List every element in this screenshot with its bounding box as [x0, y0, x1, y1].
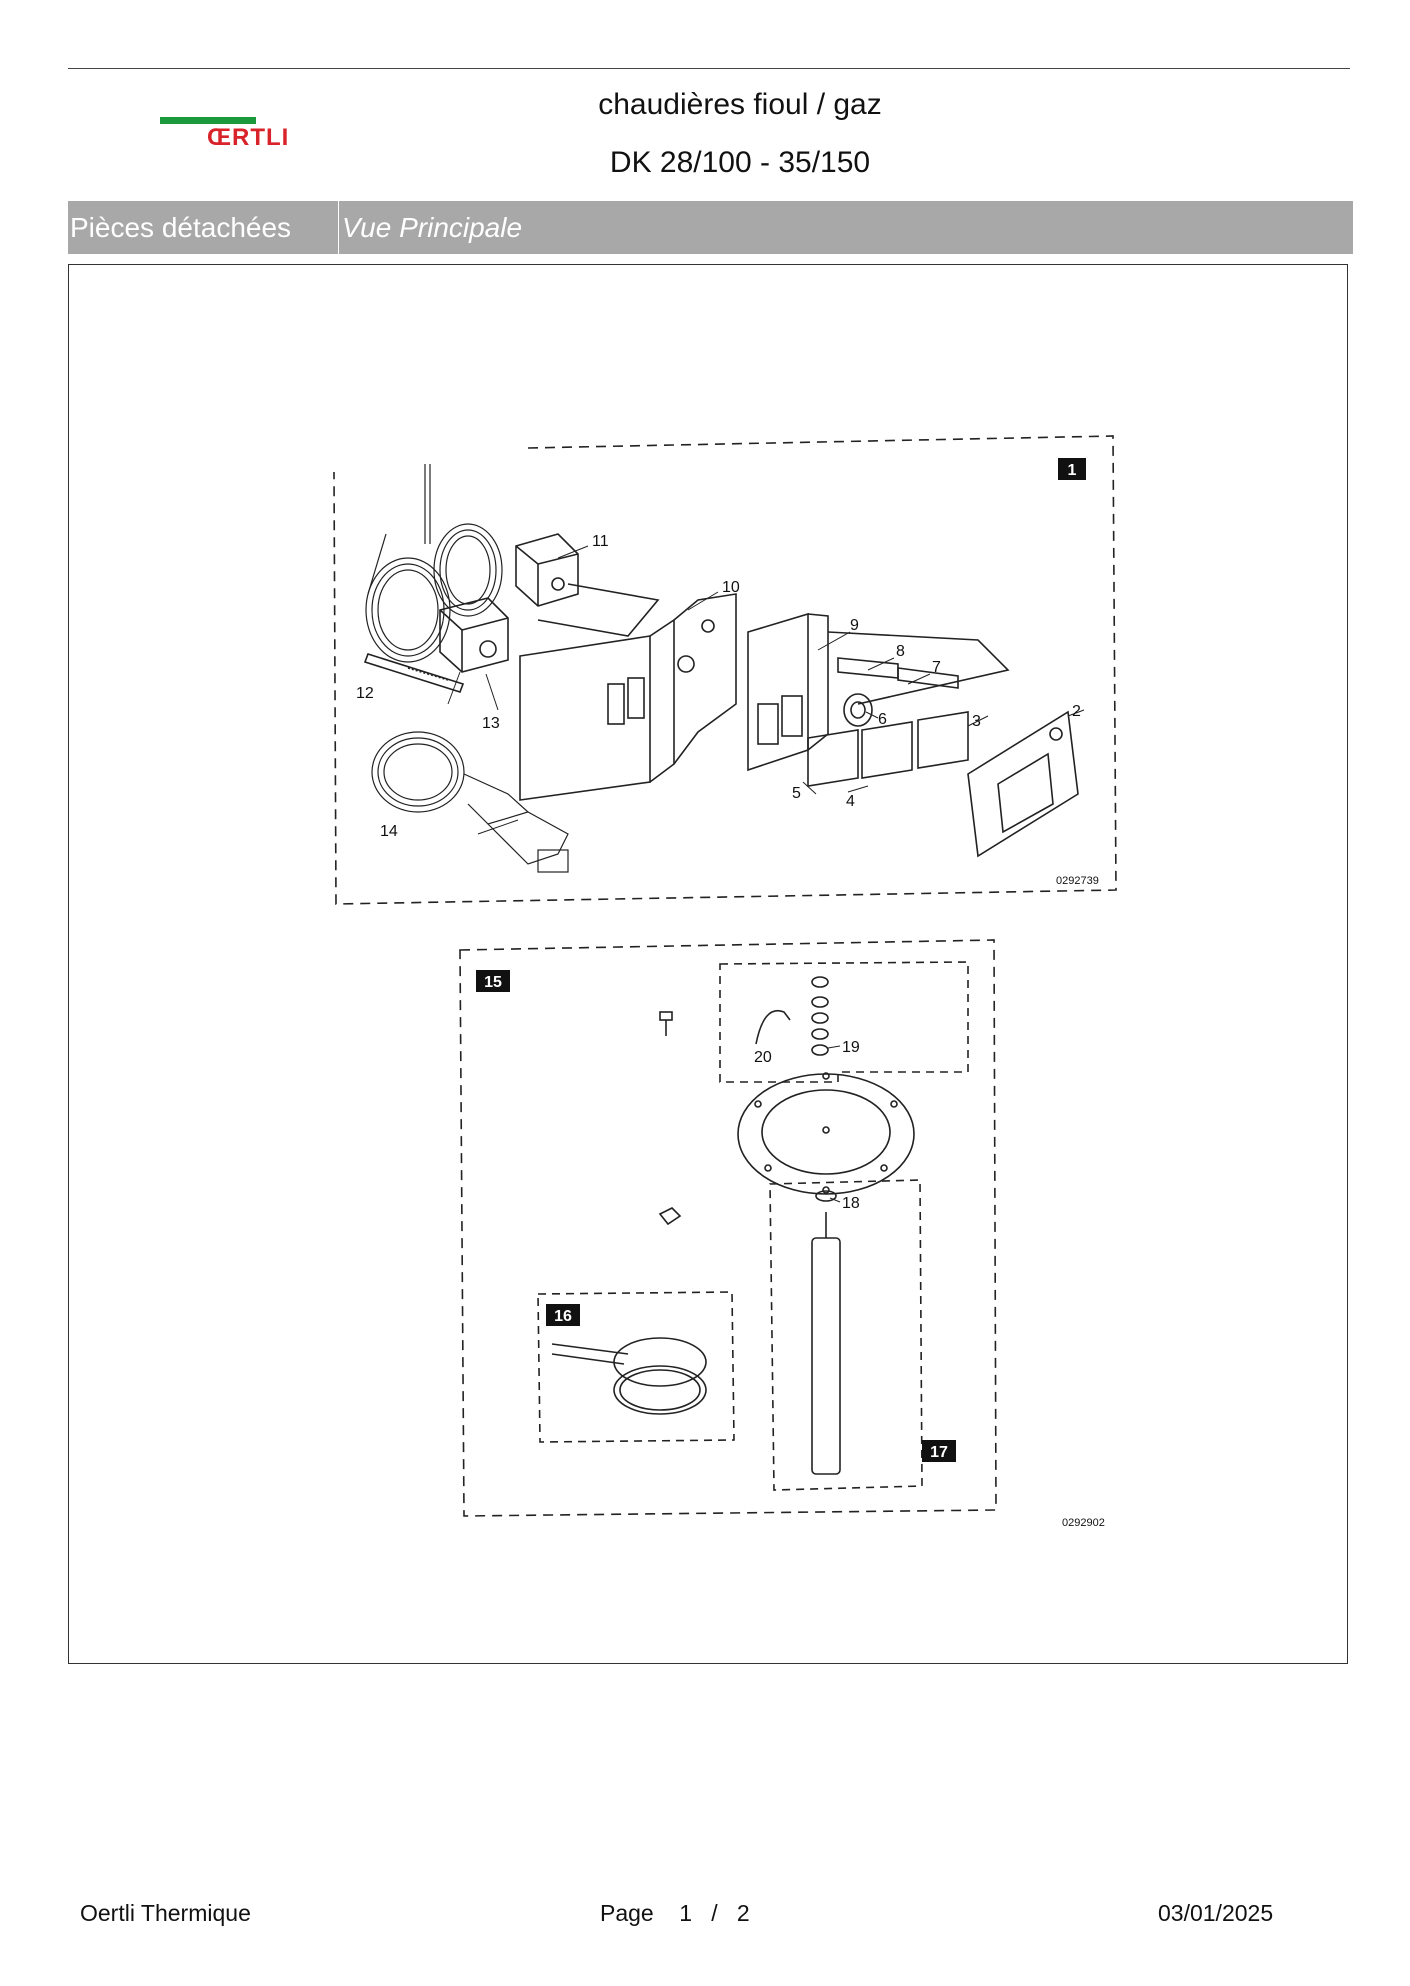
- part-12-strip: [363, 653, 465, 693]
- callout-14: 14: [380, 823, 398, 840]
- part-11-thermostat: [515, 533, 660, 637]
- callout-19: 19: [842, 1039, 860, 1056]
- box-label-15: 15: [484, 974, 502, 991]
- group-1-outline: [333, 435, 1117, 905]
- group-label-15: 15: [476, 970, 510, 992]
- callout-12: 12: [356, 685, 374, 702]
- callout-4: 4: [846, 793, 855, 810]
- callout-2: 2: [1072, 703, 1081, 720]
- clip-icon: [658, 1207, 682, 1226]
- footer-company: Oertli Thermique: [80, 1900, 251, 1926]
- callout-3: 3: [972, 713, 981, 730]
- part-2-cover-plate: [967, 710, 1079, 858]
- fastener-subgroup-outline: [719, 961, 969, 1083]
- header-rule: [68, 68, 1350, 69]
- group-15-outline: [459, 939, 997, 1517]
- bolt-icon: [659, 1011, 673, 1036]
- part-14-sensor: [371, 731, 569, 873]
- part-20-hook: [755, 1009, 791, 1045]
- footer-date: 03/01/2025: [1158, 1900, 1274, 1926]
- callout-13: 13: [482, 715, 500, 732]
- part-10-bracket: [519, 593, 737, 801]
- callout-9: 9: [850, 617, 859, 634]
- part-gasket-plate: [737, 1072, 915, 1195]
- callout-11: 11: [592, 533, 609, 550]
- drawing-code-top: 0292739: [1056, 875, 1099, 887]
- callout-5: 5: [792, 785, 801, 802]
- page-prefix: Page: [600, 1900, 654, 1926]
- callout-10: 10: [722, 579, 740, 596]
- page-separator: /: [711, 1900, 718, 1926]
- document-title: chaudières fioul / gaz: [598, 88, 882, 121]
- part-9-switch-plate: [747, 612, 829, 772]
- drawing-code-bottom: 0292902: [1062, 1517, 1105, 1529]
- thermostat-capillary-coil: [365, 464, 503, 663]
- drawing-frame: [68, 264, 1348, 1664]
- page-current: 1: [679, 1900, 693, 1926]
- part-13-thermostat: [439, 597, 509, 673]
- part-17-anode-rod: [811, 1190, 841, 1475]
- box-label-1: 1: [1068, 462, 1077, 479]
- callout-18: 18: [842, 1195, 860, 1212]
- callout-6: 6: [878, 711, 887, 728]
- group-label-1: 1: [1058, 458, 1086, 480]
- box-label-17: 17: [930, 1444, 948, 1461]
- model-title: DK 28/100 - 35/150: [609, 146, 871, 179]
- part-3-4-5-switches: [807, 711, 969, 787]
- view-label: Vue Principale: [339, 201, 1353, 254]
- group-label-17: 17: [922, 1440, 956, 1462]
- callout-7: 7: [932, 659, 941, 676]
- group-label-16: 16: [546, 1304, 580, 1326]
- part-19-fasteners: [811, 976, 829, 1056]
- box-label-16: 16: [554, 1308, 572, 1325]
- subbox-17-outline: [769, 1179, 923, 1491]
- part-8-connector: [827, 631, 1010, 705]
- section-label: Pièces détachées: [68, 201, 338, 254]
- part-16-gasket-ring: [551, 1337, 707, 1415]
- page-total: 2: [736, 1900, 750, 1926]
- exploded-parts-diagram: 11 10 9 8 7 12 13 6 3 2 5 4 14 20 19 18 …: [333, 435, 1117, 1529]
- part-6-knob: [843, 693, 873, 727]
- oertli-logo: ŒRTLI: [207, 124, 290, 151]
- footer-page-number: Page 1 / 2: [600, 1900, 750, 1927]
- callout-8: 8: [896, 643, 905, 660]
- subbox-16-outline: [537, 1291, 735, 1443]
- logo-green-bar: [160, 117, 256, 124]
- callout-20: 20: [754, 1049, 772, 1066]
